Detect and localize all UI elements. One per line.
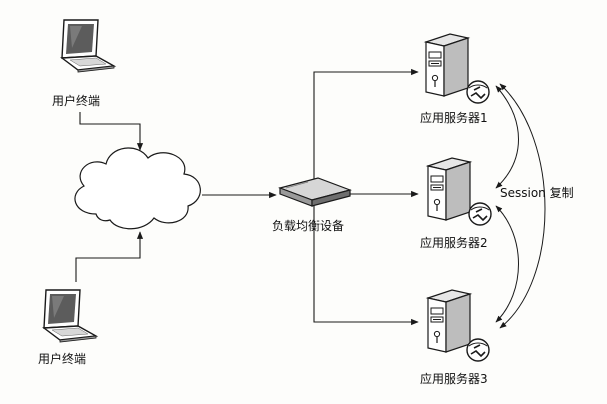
server-tower-icon [427, 289, 471, 353]
connector-balancer-to-server-3 [313, 206, 419, 326]
globe-icon [468, 202, 492, 226]
server-tower-icon [427, 157, 471, 221]
server-tower-icon [425, 33, 469, 97]
laptop-icon [61, 19, 115, 73]
laptop-icon [43, 289, 97, 343]
globe-icon [466, 338, 490, 362]
server-2-label: 应用服务器2 [420, 236, 488, 250]
session-replication-label: Session 复制 [500, 186, 574, 200]
cloud-icon [74, 147, 201, 230]
connector-terminal-top [79, 112, 144, 151]
load-balancer-label: 负载均衡设备 [272, 219, 345, 233]
terminal-label-bottom: 用户终端 [38, 352, 87, 366]
server-1-label: 应用服务器1 [420, 111, 488, 125]
network-switch-icon [278, 177, 352, 207]
connector-terminal-bottom [75, 231, 144, 282]
session-replication-arcs [495, 83, 546, 329]
globe-icon [466, 80, 490, 104]
connector-balancer-to-server-1 [313, 68, 419, 186]
server-3-label: 应用服务器3 [420, 372, 488, 386]
terminal-label-top: 用户终端 [52, 94, 101, 108]
